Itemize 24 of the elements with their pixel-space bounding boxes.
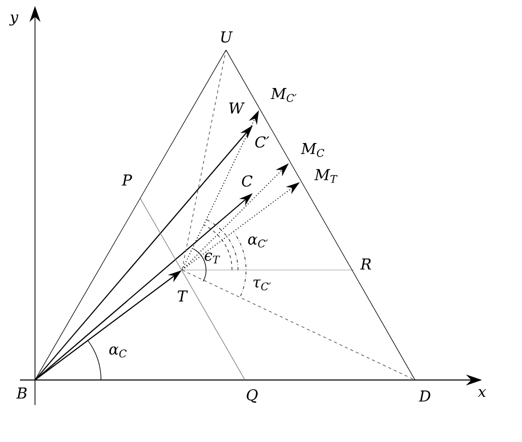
point-label: C (242, 175, 252, 187)
angle-label: α$_{C}$ (109, 346, 127, 358)
point-label: M$_{T}$ (314, 169, 338, 183)
line (182, 50, 226, 270)
angle-label: y (9, 14, 18, 26)
point-label: M$_{C′}$ (270, 88, 297, 102)
point-label: W (229, 102, 245, 114)
line (34, 50, 226, 380)
angle-label: x (478, 389, 486, 397)
point-label: U (221, 31, 233, 43)
angle-label: α$_{C′}$ (248, 236, 268, 248)
point-label: R (360, 258, 372, 270)
angle-label: ϵ$_{T}$ (204, 252, 220, 264)
point-label: B (16, 388, 27, 398)
angle-label: τ$_{C′}$ (253, 280, 272, 290)
line (140, 198, 246, 380)
point-label: T (178, 290, 188, 302)
point-label: C′ (255, 136, 270, 148)
line (226, 50, 416, 380)
point-label: P (122, 174, 132, 186)
point-label: M$_{C}$ (300, 143, 324, 157)
point-label: Q (246, 389, 258, 403)
point-label: D (418, 390, 430, 402)
line (182, 270, 416, 380)
